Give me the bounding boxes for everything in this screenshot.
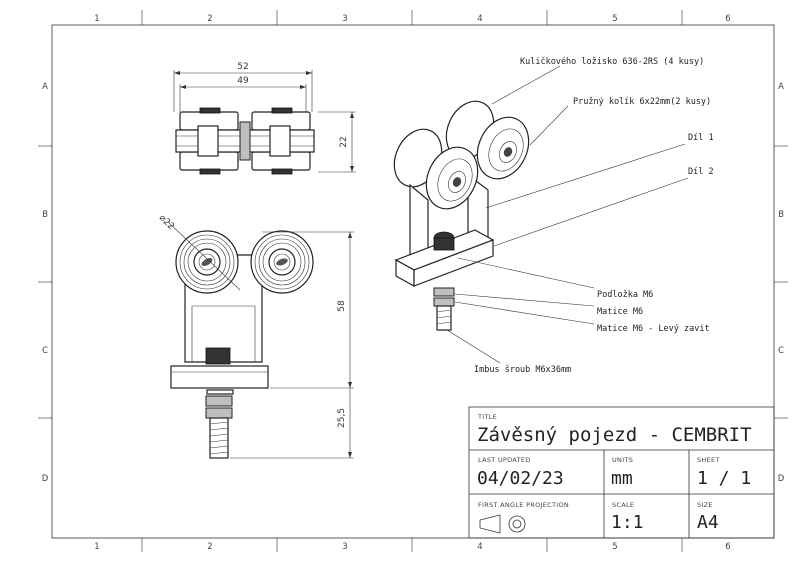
callout-part-2: Díl 2 [688, 167, 714, 177]
callout-part-1: Díl 1 [688, 133, 714, 143]
drawing-title: Závěsný pojezd - CEMBRIT [477, 424, 752, 446]
zone-row-c-right: C [778, 346, 784, 356]
dim-bolt-length: 25,5 [337, 408, 347, 428]
units-value: mm [611, 468, 633, 489]
callout-spring-pin: Pružný kolík 6x22mm(2 kusy) [573, 97, 711, 107]
zone-col-4-bottom: 4 [477, 542, 482, 552]
last-updated-value: 04/02/23 [477, 468, 564, 489]
title-label: TITLE [477, 413, 497, 421]
zone-row-c-left: C [42, 346, 48, 356]
zone-col-1-top: 1 [94, 14, 99, 24]
zone-row-a-left: A [42, 82, 48, 92]
front-view: ⌀22 58 25,5 [157, 213, 354, 459]
units-label: UNITS [612, 456, 633, 464]
zone-col-3-top: 3 [342, 14, 347, 24]
title-block [468, 406, 775, 539]
zone-col-1-bottom: 1 [94, 542, 99, 552]
zone-row-d-left: D [42, 474, 49, 484]
top-view: 52 49 22 [173, 62, 356, 175]
callout-screw: Imbus šroub M6x36mm [474, 364, 571, 375]
drawing-border [51, 24, 775, 539]
zone-ticks [38, 10, 788, 552]
dim-width-outer: 52 [237, 62, 248, 72]
isometric-view [393, 65, 689, 364]
sheet-label: SHEET [697, 456, 720, 464]
scale-label: SCALE [612, 501, 634, 509]
zone-col-5-bottom: 5 [612, 542, 617, 552]
size-label: SIZE [697, 501, 713, 509]
callout-washer: Podložka M6 [597, 290, 653, 300]
zone-row-a-right: A [778, 82, 784, 92]
size-value: A4 [697, 512, 719, 533]
scale-value: 1:1 [611, 512, 644, 533]
zone-col-5-top: 5 [612, 14, 617, 24]
zone-col-4-top: 4 [477, 14, 482, 24]
zone-row-b-left: B [42, 210, 48, 220]
first-angle-projection-icon [479, 514, 526, 534]
zone-row-d-right: D [778, 474, 785, 484]
callout-bearing: Kuličkového ložisko 636-2RS (4 kusy) [520, 56, 704, 67]
dim-height-top: 22 [339, 136, 349, 147]
dim-height-body: 58 [337, 300, 347, 312]
sheet-value: 1 / 1 [697, 468, 751, 489]
zone-col-2-bottom: 2 [207, 542, 212, 552]
projection-label: FIRST ANGLE PROJECTION [478, 501, 569, 509]
last-updated-label: LAST UPDATED [478, 456, 531, 464]
dim-width-inner: 49 [237, 76, 249, 86]
dim-wheel-diameter: ⌀22 [157, 213, 176, 232]
zone-row-b-right: B [778, 210, 784, 220]
zone-col-6-bottom: 6 [725, 542, 730, 552]
callout-nut-left: Matice M6 - Levý zavit [597, 324, 710, 334]
callout-nut: Matice M6 [597, 307, 643, 317]
zone-col-6-top: 6 [725, 14, 730, 24]
zone-col-3-bottom: 3 [342, 542, 347, 552]
zone-col-2-top: 2 [207, 14, 212, 24]
